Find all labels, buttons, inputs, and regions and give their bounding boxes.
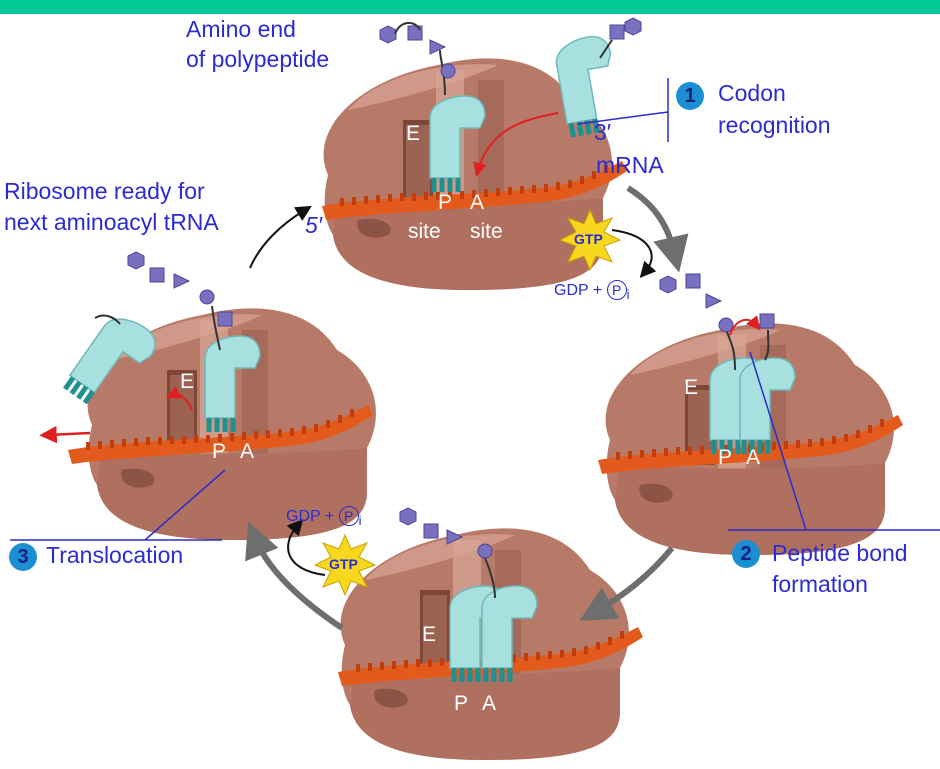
three-prime-label: 3′ <box>594 119 612 145</box>
p-site-top: P <box>438 191 453 214</box>
a-site-bottom: A <box>482 692 497 715</box>
step-badge-2: 2 <box>732 540 760 568</box>
ribosome-ready-label-line2: next aminoacyl tRNA <box>4 209 219 235</box>
gtp-label-2: GTP <box>329 556 358 572</box>
codon-recognition-line1: Codon <box>718 80 786 106</box>
step-badge-1: 1 <box>676 82 704 110</box>
header-bar <box>0 0 940 14</box>
p-site-left: P <box>212 440 227 463</box>
a-site-left: A <box>240 440 255 463</box>
amino-end-label-line2: of polypeptide <box>186 46 330 72</box>
gtp-label-1: GTP <box>574 231 603 247</box>
e-site-left: E <box>180 370 195 393</box>
ribosome-left <box>39 251 376 540</box>
cycle-arrow-4 <box>249 205 312 269</box>
ribosome-bottom <box>336 507 645 760</box>
p-site-word: site <box>408 220 441 243</box>
p-site-bottom: P <box>454 692 469 715</box>
cycle-arrow-2 <box>579 546 675 621</box>
e-site-top: E <box>406 122 421 145</box>
a-site-top: A <box>470 191 485 214</box>
e-site-right: E <box>684 376 699 399</box>
ribosome-right <box>596 273 905 555</box>
peptide-bond-line2: formation <box>772 571 868 597</box>
cycle-arrow-3 <box>245 521 344 631</box>
p-site-right: P <box>718 446 733 469</box>
amino-end-label-line1: Amino end <box>186 16 296 42</box>
translocation-label: Translocation <box>46 542 184 568</box>
mrna-label: mRNA <box>596 152 664 178</box>
a-site-word: site <box>470 220 503 243</box>
e-site-bottom: E <box>422 623 437 646</box>
cycle-arrow-1 <box>626 185 689 273</box>
peptide-bond-line1: Peptide bond <box>772 540 908 566</box>
ribosome-top <box>320 17 642 290</box>
five-prime-label: 5′ <box>305 212 323 238</box>
a-site-right: A <box>746 446 761 469</box>
codon-recognition-line2: recognition <box>718 112 831 138</box>
leader-lines <box>10 78 940 541</box>
step-badge-3: 3 <box>9 543 37 571</box>
ribosome-ready-label-line1: Ribosome ready for <box>4 178 205 204</box>
